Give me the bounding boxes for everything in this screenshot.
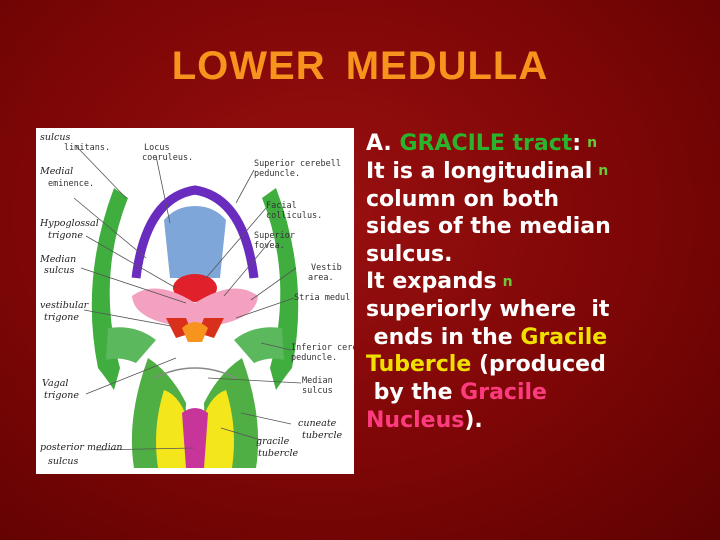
label-inferior-peduncle-2: peduncle.: [291, 353, 337, 363]
text-line-8: ends in the Gracile: [366, 324, 706, 352]
superior-peduncle-arch: [131, 185, 259, 279]
right-inferior-peduncle: [234, 327, 284, 363]
slide-body-text: A. GRACILE tract: n It is a longitudinal n…: [366, 130, 706, 434]
label-posterior-median-1: posterior median: [40, 442, 123, 453]
label-sup-cerebellar-1: Superior cerebell: [254, 159, 341, 169]
label-medial-eminence-2: eminence.: [48, 179, 94, 189]
text-line-11: Nucleus).: [366, 407, 706, 435]
text-line-1-suffix: :: [572, 131, 582, 156]
label-superior-fovea-2: fovea.: [254, 241, 285, 251]
nucleus-term: Nucleus: [366, 407, 465, 433]
label-locus-1: Locus: [144, 143, 170, 153]
central-orange: [182, 322, 208, 342]
slide-title: LOWER MEDULLA: [171, 44, 549, 88]
label-median-sulcus-1: Median: [39, 254, 76, 265]
label-hypoglossal-2: trigone: [48, 230, 83, 241]
label-locus-2: coeruleus.: [142, 153, 193, 163]
text-line-4: sides of the median: [366, 214, 611, 240]
label-cuneate-tubercle-1: cuneate: [298, 418, 337, 429]
text-line-1-prefix: A.: [366, 131, 400, 156]
label-gracile-tubercle-2: tubercle: [258, 448, 299, 459]
text-line-6-content: It expands: [366, 269, 497, 295]
label-sup-cerebellar-2: peduncle.: [254, 169, 300, 179]
text-line-10-prefix: by the: [366, 379, 461, 405]
left-lateral-wall: [91, 188, 128, 390]
text-line-7: superiorly where it: [366, 297, 610, 323]
median-eminence-blue: [164, 206, 226, 278]
text-line-2: It is a longitudinal n: [366, 158, 706, 186]
bullet-icon: n: [587, 135, 598, 152]
gracile-term-pink: Gracile: [460, 379, 547, 405]
label-inferior-peduncle-1: Inferior cere: [291, 343, 354, 353]
label-cuneate-tubercle-2: tubercle: [302, 430, 343, 441]
text-line-9: Tubercle (produced: [366, 351, 706, 379]
central-canal-purple: [182, 408, 208, 468]
gracile-tract-term: GRACILE tract: [399, 131, 573, 156]
label-median-sulcus-lower-2: sulcus: [302, 386, 333, 396]
right-lateral-wall: [262, 188, 299, 390]
left-inferior-peduncle: [106, 327, 156, 363]
label-facial-colliculus-2: colliculus.: [266, 211, 322, 221]
label-gracile-tubercle-1: gracile: [256, 436, 290, 447]
label-median-sulcus-2: sulcus: [44, 265, 74, 276]
label-medial-eminence-1: Medial: [39, 166, 73, 177]
label-vestibular-trigone-2: trigone: [44, 312, 79, 323]
text-line-2-content: It is a longitudinal: [366, 158, 593, 184]
text-line-6: It expands n: [366, 268, 706, 296]
text-line-10: by the Gracile: [366, 379, 706, 407]
label-sulcus-limitans-2: limitans.: [64, 143, 110, 153]
label-vestibular-trigone-1: vestibular: [40, 300, 90, 311]
bullet-icon: n: [502, 273, 513, 290]
label-posterior-median-2: sulcus: [48, 456, 78, 467]
text-line-11-suffix: ).: [464, 407, 483, 433]
text-line-3: column on both: [366, 186, 560, 212]
label-median-sulcus-lower-1: Median: [302, 376, 333, 386]
label-sulcus-limitans-1: sulcus: [40, 132, 70, 143]
label-superior-fovea-1: Superior: [254, 231, 295, 241]
medulla-drawing: sulcus limitans. Locus coeruleus. Superi…: [39, 132, 354, 468]
text-line-1: A. GRACILE tract: n: [366, 130, 706, 158]
text-line-9-suffix: (produced: [471, 352, 606, 378]
tubercle-term: Tubercle: [366, 352, 472, 378]
bullet-icon: n: [598, 163, 609, 179]
right-gracile-tubercle: [200, 390, 234, 468]
label-stria-medullaris: Stria medul: [294, 293, 350, 303]
text-line-5: sulcus.: [366, 241, 453, 267]
label-vestibular-area-2: area.: [308, 273, 334, 283]
label-hypoglossal-1: Hypoglossal: [39, 218, 99, 229]
gracile-term-yellow: Gracile: [520, 324, 608, 350]
facial-colliculus: [173, 274, 217, 302]
medulla-diagram: sulcus limitans. Locus coeruleus. Superi…: [36, 128, 354, 474]
label-facial-colliculus-1: Facial: [266, 201, 297, 211]
obex-line: [153, 367, 237, 379]
vestibular-area: [132, 288, 258, 328]
label-vestibular-area-1: Vestib: [311, 263, 342, 273]
text-line-8-prefix: ends in the: [366, 324, 521, 350]
label-vagal-trigone-1: Vagal: [42, 378, 68, 389]
label-vagal-trigone-2: trigone: [44, 390, 79, 401]
